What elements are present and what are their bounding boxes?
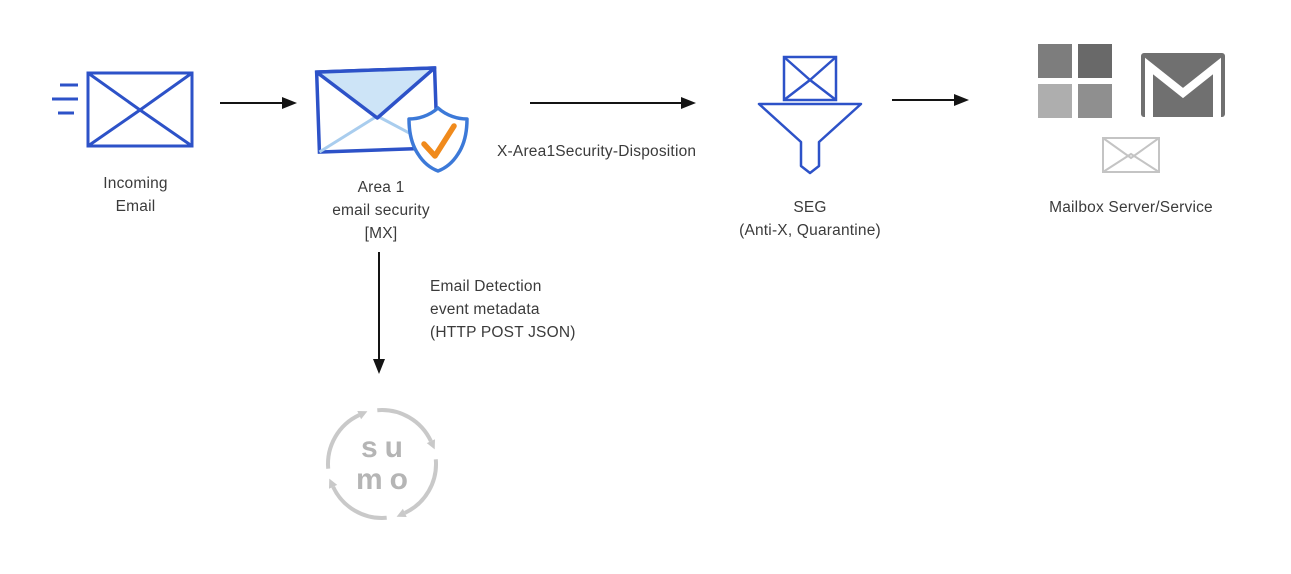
seg-label-line2: (Anti-X, Quarantine) bbox=[739, 222, 881, 239]
sumo-logo-wordmark: su mo bbox=[312, 396, 452, 532]
arrow-right-icon bbox=[530, 97, 696, 109]
envelope-icon bbox=[782, 55, 838, 102]
metadata-label-line3: (HTTP POST JSON) bbox=[430, 324, 576, 341]
gmail-icon bbox=[1141, 53, 1225, 118]
sumo-wordmark-line1: su bbox=[360, 431, 410, 464]
funnel-icon bbox=[757, 102, 863, 175]
sumo-wordmark-line2: mo bbox=[356, 463, 415, 496]
seg-icon bbox=[757, 55, 863, 175]
disposition-header-label: X-Area1Security-Disposition bbox=[497, 143, 697, 160]
area1-label-line2: email security bbox=[332, 202, 430, 219]
mailbox-label-line1: Mailbox Server/Service bbox=[1049, 199, 1213, 216]
seg-label-line1: SEG bbox=[793, 199, 827, 216]
incoming-email-label: Incoming Email bbox=[58, 172, 213, 218]
area1-email-security-icon bbox=[314, 66, 469, 173]
microsoft-logo-icon bbox=[1038, 44, 1112, 118]
mailbox-label: Mailbox Server/Service bbox=[996, 196, 1266, 219]
area1-label-line1: Area 1 bbox=[357, 179, 405, 196]
area1-label: Area 1 email security [MX] bbox=[296, 176, 466, 245]
arrow-right-icon bbox=[220, 97, 297, 109]
arrow-right-icon bbox=[892, 94, 969, 106]
speed-lines-icon bbox=[52, 83, 78, 115]
area1-label-line3: [MX] bbox=[364, 225, 398, 242]
seg-label: SEG (Anti-X, Quarantine) bbox=[705, 196, 915, 242]
arrow-down-icon bbox=[373, 252, 385, 374]
envelope-icon bbox=[1102, 137, 1160, 173]
incoming-email-label-line1: Incoming bbox=[103, 175, 168, 192]
metadata-label: Email Detection event metadata (HTTP POS… bbox=[430, 275, 650, 344]
metadata-label-line2: event metadata bbox=[430, 301, 540, 318]
incoming-email-label-line2: Email bbox=[115, 198, 156, 215]
shield-check-icon bbox=[407, 106, 469, 173]
incoming-email-icon bbox=[52, 71, 194, 148]
envelope-icon bbox=[86, 71, 194, 148]
metadata-label-line1: Email Detection bbox=[430, 278, 542, 295]
